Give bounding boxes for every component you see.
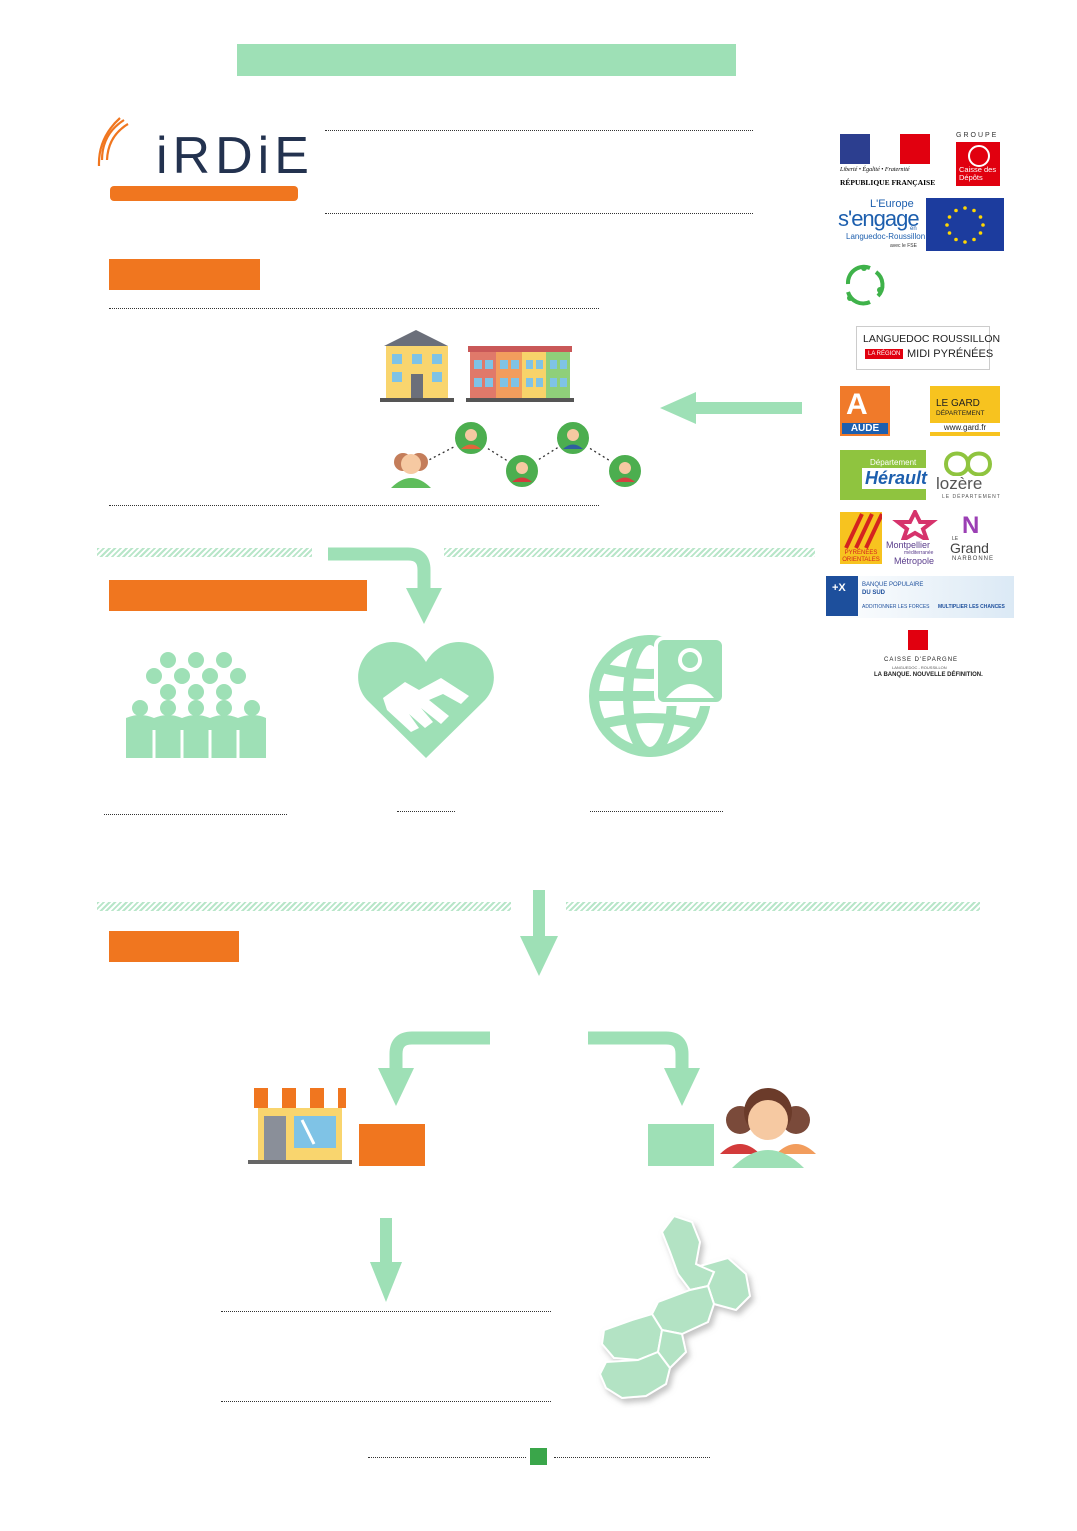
logo-caisse-des-depots: GROUPE Caisse des Dépôts [954, 132, 1002, 188]
logo-eu-flag [926, 198, 1004, 251]
section-2-label [109, 580, 367, 611]
logo-grand-narbonne: N LE Grand NARBONNE [950, 512, 995, 562]
header-banner [237, 44, 736, 76]
logo-green-circle [845, 264, 885, 306]
group-people-icon [720, 1088, 816, 1168]
separator-hatch-2b [566, 902, 980, 911]
logo-gard: LE GARD DÉPARTEMENT www.gard.fr [930, 386, 1000, 436]
header-rule-bottom [325, 213, 753, 214]
arrow-curve-down-icon [328, 547, 442, 624]
logo-arc-icon [97, 117, 129, 167]
logo-caisse-epargne: CAISSE D'EPARGNE LANGUEDOC - ROUSSILLON … [866, 628, 983, 684]
footer-rule-left [368, 1457, 526, 1458]
logo-montpellier: Montpellier méditerranée Métropole [886, 507, 944, 566]
arrow-split-left-icon [378, 1031, 490, 1106]
shop-label-box [359, 1124, 425, 1166]
bottom-rule-bottom [221, 1401, 551, 1402]
logo-underbar [110, 186, 298, 201]
lozere-mark-icon [943, 451, 993, 477]
footer-rule-right [554, 1457, 710, 1458]
section-1-rule-top [109, 308, 599, 309]
catalan-stripes-icon [844, 513, 884, 549]
logo-lozere: lozère LE DÉPARTEMENT [932, 448, 1004, 500]
separator-hatch-1b [444, 548, 815, 557]
shop-icon [248, 1088, 352, 1164]
montpellier-star-icon [892, 507, 938, 545]
logo-banque-populaire: +X BANQUE POPULAIRE DU SUD ADDITIONNER L… [826, 576, 1014, 618]
group-label-box [648, 1124, 714, 1166]
logo-region-languedoc-roussillon: LANGUEDOC ROUSSILLON LA RÉGION MIDI PYRÉ… [856, 326, 1000, 370]
arrow-split-right-icon [588, 1031, 700, 1106]
partner-logos: Liberté • Égalité • Fraternité RÉPUBLIQU… [826, 130, 1016, 690]
logo-pyrenees-orientales: PYRÉNÉES ORIENTALES [840, 512, 884, 564]
logo-text: iRDiE [156, 127, 314, 185]
region-map-illustration [598, 1214, 752, 1400]
globe-caption-rule [590, 811, 723, 812]
globe-contact-icon [589, 635, 726, 757]
crowd-icon [126, 652, 266, 758]
separator-hatch-1a [97, 548, 312, 557]
bottom-rule-top [221, 1311, 551, 1312]
people-network-illustration [391, 420, 643, 489]
arrow-down-icon [520, 890, 558, 976]
arrow-left-icon [660, 392, 802, 424]
section-3-label [109, 931, 239, 962]
logo-herault: Département Hérault [840, 450, 931, 500]
handshake-caption-rule [397, 811, 455, 812]
separator-hatch-2a [97, 902, 511, 911]
heart-handshake-icon [358, 642, 494, 758]
page-marker-square [530, 1448, 547, 1465]
logo-aude: A AUDE [840, 386, 890, 436]
section-1-rule-bottom [109, 505, 599, 506]
section-1-label [109, 259, 260, 290]
irdie-logo: iRDiE [96, 116, 309, 206]
arrow-down-small-icon [370, 1218, 402, 1302]
header-rule-top [325, 130, 753, 131]
logo-republique-francaise: Liberté • Égalité • Fraternité RÉPUBLIQU… [840, 134, 935, 188]
buildings-illustration [380, 330, 574, 402]
eu-stars-icon [945, 206, 985, 244]
crowd-caption-rule [104, 814, 287, 815]
logo-europe-sengage: L'Europe s'engage en Languedoc-Roussillo… [838, 198, 926, 249]
